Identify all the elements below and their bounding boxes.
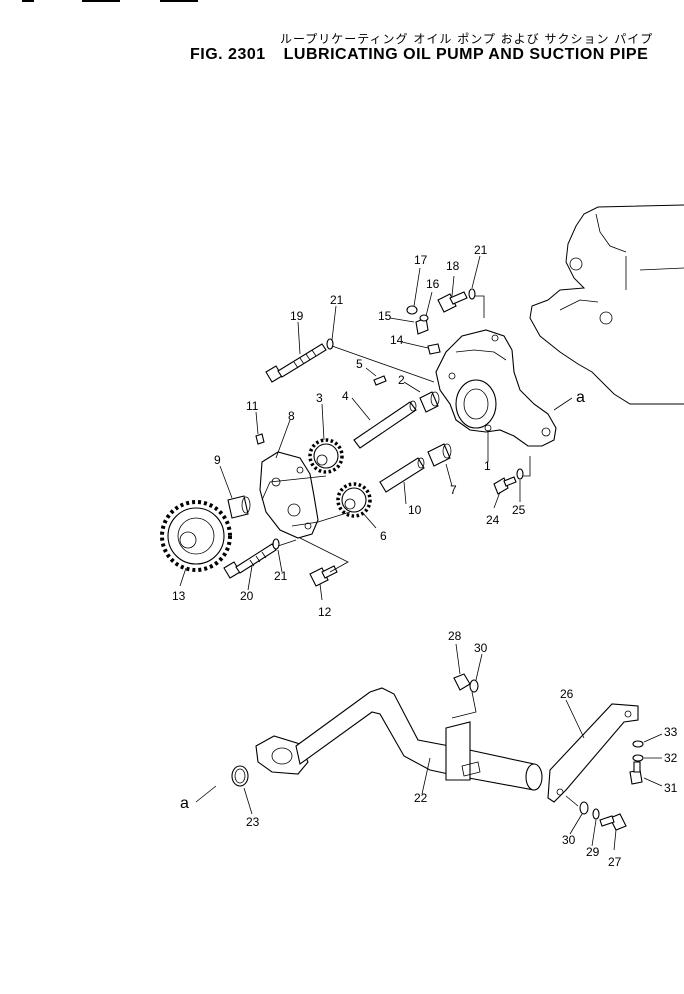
reference-a-lower: a	[180, 795, 189, 812]
callout-28: 28	[448, 629, 462, 643]
callout-13: 13	[172, 589, 186, 603]
callout-10: 10	[408, 503, 422, 517]
bushing-gear	[227, 495, 251, 519]
plug-14	[427, 343, 441, 355]
bolt-long-lower	[223, 543, 277, 579]
callout-14: 14	[390, 333, 404, 347]
reference-a-upper: a	[576, 389, 585, 406]
callout-2: 2	[398, 373, 405, 387]
bolt-12	[309, 565, 338, 587]
callout-21-upper: 21	[330, 293, 344, 307]
plug-17	[406, 305, 418, 315]
washer-30-upper	[469, 679, 479, 693]
callout-32: 32	[664, 751, 678, 765]
top-edge-mark-2	[82, 0, 120, 2]
callout-31: 31	[664, 781, 678, 795]
washer-29	[592, 808, 600, 820]
top-edge-mark-3	[160, 0, 198, 2]
callout-21-top: 21	[474, 243, 488, 257]
callout-8: 8	[288, 409, 295, 423]
callout-12: 12	[318, 605, 332, 619]
washer-32	[632, 754, 644, 762]
callout-15: 15	[378, 309, 392, 323]
callout-23: 23	[246, 815, 260, 829]
callout-labels: 1 2 3 4 5 6 7 8 9 10 11 12 13 14 15 16 1…	[172, 243, 678, 869]
callout-16: 16	[426, 277, 440, 291]
callout-33: 33	[664, 725, 678, 739]
bolt-27	[599, 813, 627, 831]
bolt-24	[493, 476, 517, 495]
callout-9: 9	[214, 453, 221, 467]
shaft-lower	[379, 457, 425, 493]
nut-28	[453, 673, 471, 691]
callout-30-lower: 30	[562, 833, 576, 847]
assembly-lines-lower	[451, 691, 579, 807]
callout-5: 5	[356, 357, 363, 371]
callout-11: 11	[246, 399, 259, 413]
washer-21-top	[468, 288, 476, 300]
figure-title: FIG. 2301 LUBRICATING OIL PUMP AND SUCTIO…	[190, 46, 648, 64]
callout-18: 18	[446, 259, 460, 273]
callout-7: 7	[450, 483, 457, 497]
drive-gear-large	[160, 500, 232, 572]
figure-title-text: LUBRICATING OIL PUMP AND SUCTION PIPE	[283, 46, 649, 63]
washer-21-upper	[326, 338, 334, 350]
washer-33	[632, 740, 644, 748]
o-ring	[231, 765, 249, 787]
callout-29: 29	[586, 845, 600, 859]
bolt-18	[437, 291, 468, 313]
callout-24: 24	[486, 513, 500, 527]
suction-pipe	[255, 687, 543, 791]
oil-pump-body	[435, 329, 557, 447]
callout-leaders	[179, 255, 663, 851]
callout-3: 3	[316, 391, 323, 405]
driven-gear-upper	[308, 438, 344, 474]
callout-25: 25	[512, 503, 526, 517]
washer-30-lower	[579, 801, 589, 815]
gasket-16	[419, 314, 429, 322]
bushing-upper	[419, 391, 440, 413]
callout-21-lower: 21	[274, 569, 288, 583]
bushing-lower	[427, 443, 452, 467]
callout-20: 20	[240, 589, 254, 603]
engine-block-outline	[529, 204, 684, 405]
shaft-upper	[353, 400, 417, 449]
subtitle-japanese: ループリケーティング オイル ポンプ および サクション パイプ	[280, 32, 654, 46]
pump-cover	[259, 451, 319, 539]
callout-26: 26	[560, 687, 574, 701]
bolt-31	[629, 761, 643, 785]
callout-22: 22	[414, 791, 428, 805]
pin-5	[373, 375, 387, 386]
callout-4: 4	[342, 389, 349, 403]
callout-30-upper: 30	[474, 641, 488, 655]
o-ring-inner	[234, 768, 246, 784]
callout-27: 27	[608, 855, 622, 869]
assembly-lines-upper	[261, 295, 531, 573]
callout-6: 6	[380, 529, 387, 543]
callout-19: 19	[290, 309, 304, 323]
pin-11	[255, 433, 265, 445]
washer-21-lower	[272, 538, 280, 550]
callout-1: 1	[484, 459, 491, 473]
driven-gear-lower	[336, 482, 372, 518]
top-edge-mark-1	[22, 0, 34, 2]
figure-number: FIG. 2301	[190, 46, 266, 63]
bolt-long-upper	[265, 343, 327, 383]
callout-17: 17	[414, 253, 428, 267]
washer-25	[516, 468, 524, 480]
pipe-bracket	[547, 703, 639, 803]
